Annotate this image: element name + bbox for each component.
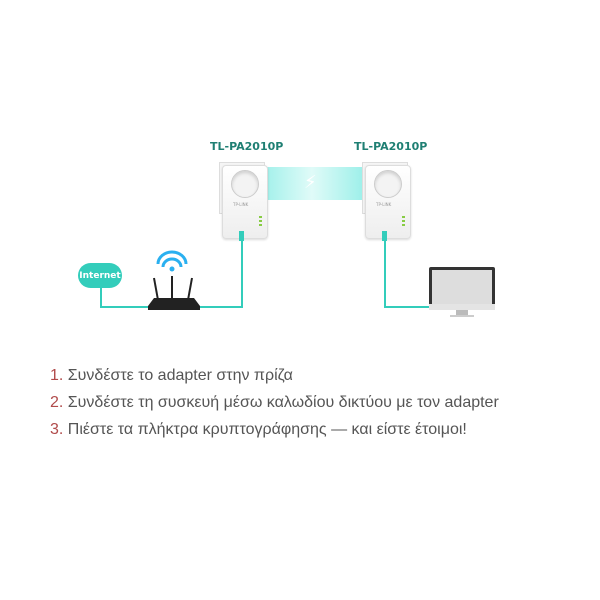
cable [100, 306, 148, 308]
adapter-left-label: TL-PA2010P [210, 140, 284, 153]
adapter-left: TP-LINK [219, 162, 268, 239]
socket-icon [374, 170, 402, 198]
led-indicators [259, 216, 262, 228]
step-text: Συνδέστε το adapter στην πρίζα [63, 367, 293, 384]
router-icon [148, 250, 200, 310]
step-text: Πιέστε τα πλήκτρα κρυπτογράφησης — και ε… [63, 421, 467, 438]
cable-plug [239, 231, 244, 241]
brand-logo: TP-LINK [233, 202, 249, 207]
step-1: 1. Συνδέστε το adapter στην πρίζα [50, 362, 499, 389]
cable [195, 306, 243, 308]
adapter-right: TP-LINK [362, 162, 411, 239]
brand-logo: TP-LINK [376, 202, 392, 207]
step-2: 2. Συνδέστε τη συσκευή μέσω καλωδίου δικ… [50, 389, 499, 416]
step-3: 3. Πιέστε τα πλήκτρα κρυπτογράφησης — κα… [50, 416, 499, 443]
monitor-icon [429, 267, 495, 317]
step-number: 1. [50, 367, 64, 384]
step-text: Συνδέστε τη συσκευή μέσω καλωδίου δικτύο… [63, 394, 499, 411]
setup-steps: 1. Συνδέστε το adapter στην πρίζα 2. Συν… [50, 362, 499, 443]
cable [384, 306, 432, 308]
step-number: 3. [50, 421, 64, 438]
adapter-right-label: TL-PA2010P [354, 140, 428, 153]
cable-plug [382, 231, 387, 241]
cable [100, 285, 102, 308]
internet-cloud-icon: Internet [78, 263, 122, 288]
step-number: 2. [50, 394, 64, 411]
socket-icon [231, 170, 259, 198]
powerline-link: ⚡ [262, 167, 362, 200]
led-indicators [402, 216, 405, 228]
lightning-icon: ⚡ [304, 172, 317, 193]
cable [384, 238, 386, 308]
cable [241, 238, 243, 308]
